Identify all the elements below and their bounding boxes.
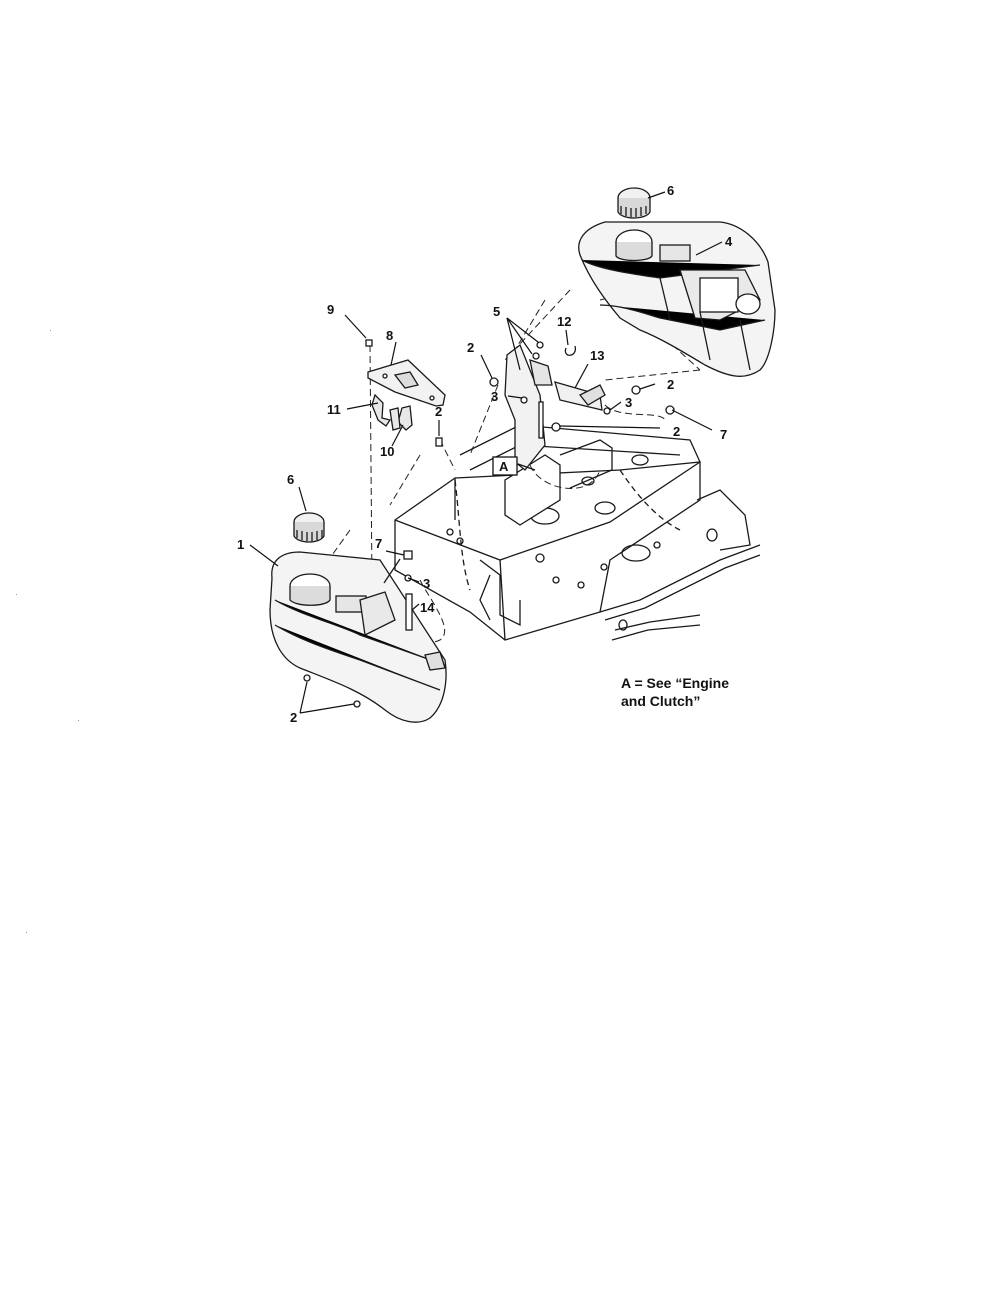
reference-box-a <box>492 456 518 476</box>
reference-box-a-label: A <box>499 459 509 474</box>
callout-2-center: 2 <box>673 424 680 439</box>
callout-5: 5 <box>493 304 500 319</box>
fasteners <box>303 339 675 708</box>
fender-tank-right <box>578 221 776 377</box>
callout-2-bottom: 2 <box>290 710 297 725</box>
callout-1: 1 <box>237 537 244 552</box>
reference-note-line-1: A = See “Engine <box>621 675 730 691</box>
callout-2-upper-left: 2 <box>467 340 474 355</box>
callout-13: 13 <box>590 348 604 363</box>
callout-14: 14 <box>420 600 435 615</box>
chassis-frame <box>394 424 761 641</box>
callout-2-plate: 2 <box>435 404 442 419</box>
reference-note: A = See “Engine and Clutch” <box>621 674 729 710</box>
control-levers <box>371 393 413 431</box>
margin-marks <box>16 330 79 933</box>
callout-numbers: 6 4 9 8 5 12 13 2 3 2 3 2 7 11 2 10 6 1 … <box>237 183 733 725</box>
callout-9: 9 <box>327 302 334 317</box>
callout-3-upper: 3 <box>491 389 498 404</box>
callout-6-left: 6 <box>287 472 294 487</box>
callout-8: 8 <box>386 328 393 343</box>
leader-lines <box>249 191 723 714</box>
callout-7-right: 7 <box>720 427 727 442</box>
callout-12: 12 <box>557 314 571 329</box>
callout-6-top: 6 <box>667 183 674 198</box>
callout-10: 10 <box>380 444 394 459</box>
control-plate <box>367 359 446 407</box>
fuel-cap-left <box>293 512 325 543</box>
bracket-assembly <box>504 343 606 471</box>
callout-7-left: 7 <box>375 536 382 551</box>
callout-3-left: 3 <box>423 576 430 591</box>
callout-2-right: 2 <box>667 377 674 392</box>
callout-11: 11 <box>327 402 341 417</box>
callout-4: 4 <box>725 234 733 249</box>
fender-tank-left <box>269 551 447 723</box>
callout-3-right: 3 <box>625 395 632 410</box>
fuel-cap-right <box>617 187 651 219</box>
reference-note-line-2: and Clutch” <box>621 693 701 709</box>
